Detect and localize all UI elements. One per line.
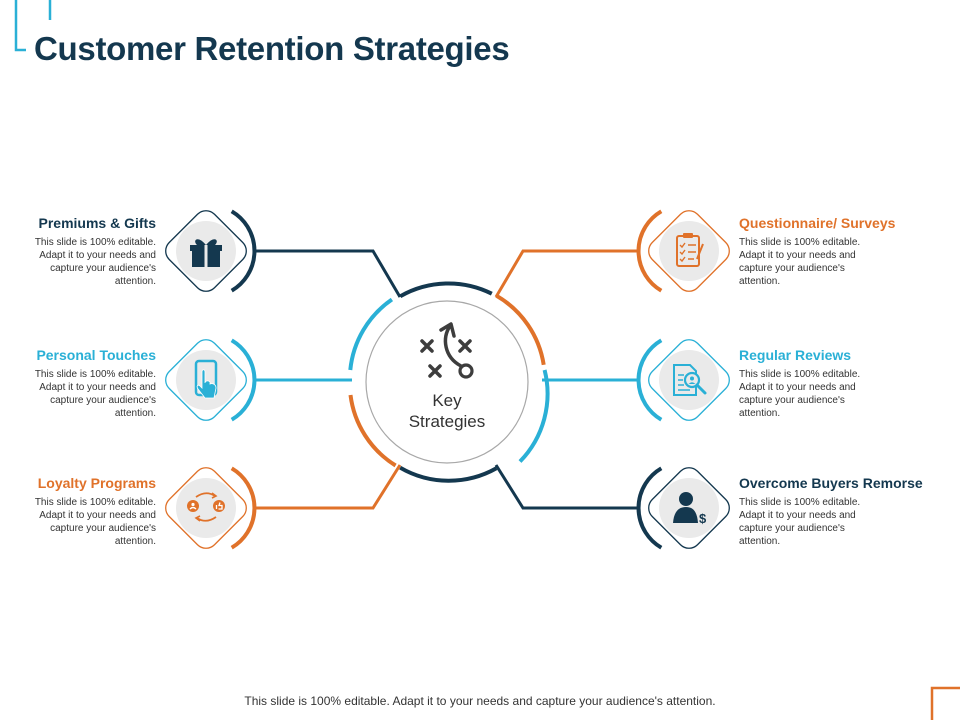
corner-bracket-bottom-right-shape bbox=[930, 686, 960, 720]
strategy-personal-touches: Personal Touches This slide is 100% edit… bbox=[0, 347, 156, 420]
node-arc bbox=[636, 338, 663, 422]
ring-arc-bottom-left bbox=[348, 394, 397, 468]
strategy-description: This slide is 100% editable. Adapt it to… bbox=[739, 369, 861, 419]
connector-overcome-remorse bbox=[494, 464, 640, 510]
node-premiums-gifts bbox=[165, 209, 257, 293]
document-search-icon bbox=[673, 364, 707, 396]
strategy-description: This slide is 100% editable. Adapt it to… bbox=[739, 497, 861, 547]
strategy-description: This slide is 100% editable. Adapt it to… bbox=[34, 237, 156, 287]
strategy-title: Premiums & Gifts bbox=[38, 215, 156, 231]
strategy-questionnaire-surveys: Questionnaire/ Surveys This slide is 100… bbox=[739, 215, 954, 288]
strategy-description: This slide is 100% editable. Adapt it to… bbox=[739, 237, 861, 287]
node-personal-touches bbox=[165, 338, 257, 422]
strategy-title: Regular Reviews bbox=[739, 347, 852, 363]
connector-questionnaire-surveys bbox=[494, 249, 640, 298]
node-overcome-remorse: $ bbox=[636, 466, 730, 550]
strategy-premiums-gifts: Premiums & Gifts This slide is 100% edit… bbox=[0, 215, 156, 288]
ring-arc-top-right bbox=[495, 293, 546, 366]
node-arc bbox=[636, 466, 663, 550]
center-circle bbox=[365, 300, 529, 464]
node-questionnaire-surveys bbox=[636, 209, 730, 293]
strategy-title: Questionnaire/ Surveys bbox=[739, 215, 896, 231]
node-loyalty-programs bbox=[165, 466, 257, 550]
ring-arc-left bbox=[348, 297, 394, 371]
node-regular-reviews bbox=[636, 338, 730, 422]
connector-loyalty-programs bbox=[255, 464, 402, 510]
center-label-line2: Strategies bbox=[409, 412, 486, 431]
loyalty-exchange-icon bbox=[187, 492, 225, 522]
clipboard-checklist-icon bbox=[676, 233, 704, 267]
smartphone-touch-icon bbox=[194, 359, 218, 399]
strategy-regular-reviews: Regular Reviews This slide is 100% edita… bbox=[739, 347, 954, 420]
corner-bracket-top-left-shape bbox=[14, 0, 52, 52]
strategy-title: Personal Touches bbox=[36, 347, 156, 363]
node-arc bbox=[230, 338, 257, 422]
node-arc bbox=[636, 209, 663, 293]
strategy-title: Overcome Buyers Remorse bbox=[739, 475, 923, 491]
gift-icon bbox=[190, 239, 222, 267]
person-dollar-icon: $ bbox=[673, 492, 707, 526]
strategy-overcome-remorse: Overcome Buyers Remorse This slide is 10… bbox=[739, 475, 954, 548]
page-title: Customer Retention Strategies bbox=[34, 30, 510, 67]
center-ring bbox=[348, 281, 550, 483]
strategy-description: This slide is 100% editable. Adapt it to… bbox=[34, 497, 156, 547]
corner-bracket-top-left bbox=[0, 0, 60, 60]
strategy-description: This slide is 100% editable. Adapt it to… bbox=[34, 369, 156, 419]
strategy-play-icon bbox=[420, 322, 474, 379]
svg-text:$: $ bbox=[699, 511, 707, 526]
strategy-title: Loyalty Programs bbox=[37, 475, 156, 491]
ring-arc-right bbox=[518, 369, 550, 463]
strategy-loyalty-programs: Loyalty Programs This slide is 100% edit… bbox=[0, 475, 156, 548]
center-label-line1: Key bbox=[432, 391, 462, 410]
corner-bracket-bottom-right bbox=[920, 678, 960, 720]
node-arc bbox=[230, 466, 257, 550]
footer-note: This slide is 100% editable. Adapt it to… bbox=[244, 694, 716, 708]
ring-arc-top bbox=[399, 281, 493, 299]
node-arc bbox=[230, 209, 257, 293]
connector-premiums-gifts bbox=[255, 249, 402, 298]
ring-arc-bottom bbox=[399, 465, 498, 483]
